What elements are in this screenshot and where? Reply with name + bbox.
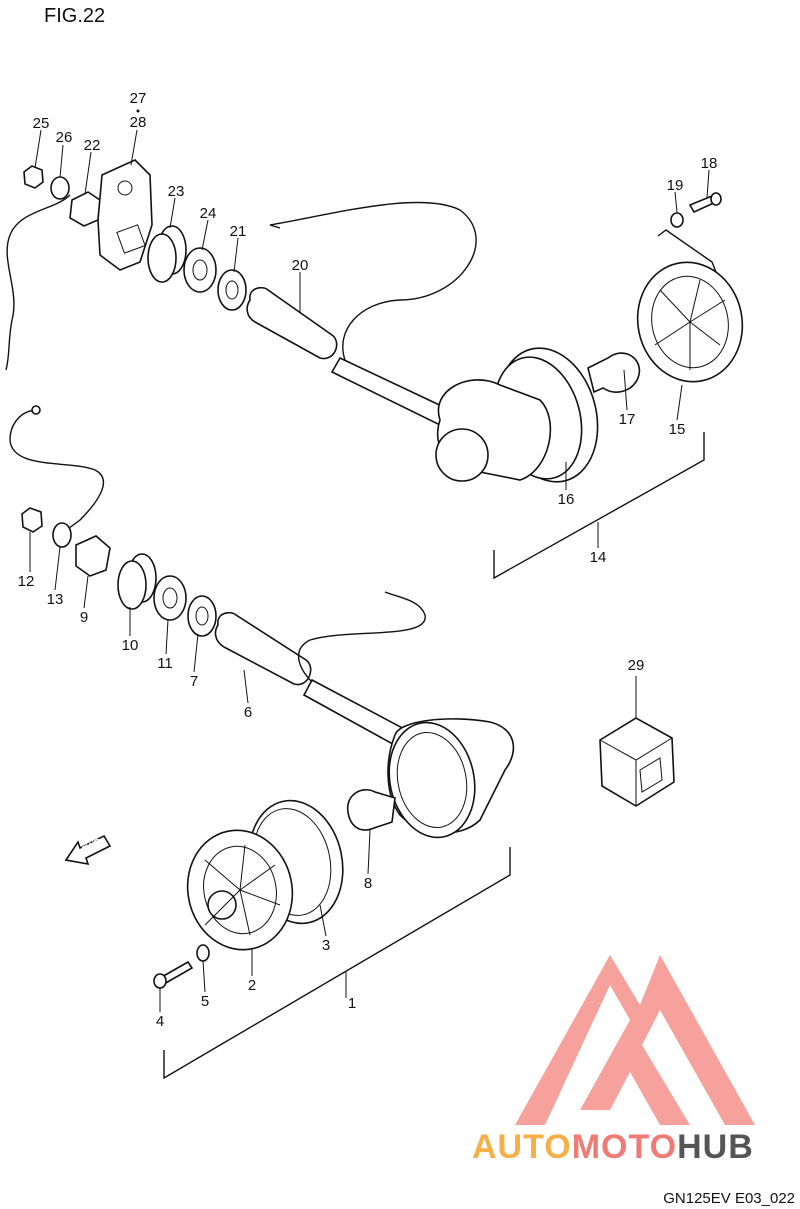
callout-29: 29 (628, 657, 645, 674)
callout-16: 16 (558, 491, 575, 508)
callout-14: 14 (590, 549, 607, 566)
nut-25 (23, 165, 44, 189)
relay-29-body (599, 717, 675, 807)
housing-lower-mouth-inner (396, 732, 468, 828)
callout-19: 19 (667, 177, 684, 194)
bracket-14 (493, 432, 705, 580)
bracket-slot (116, 224, 146, 254)
washer-24 (183, 247, 217, 293)
watermark-auto: AUTO (472, 1128, 572, 1166)
leader-18-19 (657, 229, 717, 273)
callout-9: 9 (80, 609, 88, 626)
lens-15-inner (651, 275, 729, 369)
wire-upper-left (5, 194, 71, 371)
wire-lower-left (9, 409, 105, 533)
callout-25: 25 (33, 115, 50, 132)
washer-5 (196, 944, 210, 962)
upper-assembly (5, 159, 744, 580)
callout-15: 15 (669, 421, 686, 438)
watermark-hub: HUB (677, 1128, 754, 1166)
callout-10: 10 (122, 637, 139, 654)
lockwasher-21 (217, 269, 247, 311)
grommet-9 (75, 535, 111, 577)
figure-title: FIG.22 (44, 5, 105, 27)
stem-cover-20 (246, 286, 338, 360)
bracket-hole-upper (117, 180, 133, 196)
wire-lower-terminal (31, 405, 41, 415)
callout-28: 28 (130, 114, 147, 131)
washer-26 (50, 176, 70, 200)
relay-29 (599, 717, 675, 807)
callout-3: 3 (322, 937, 330, 954)
terminal-13 (52, 522, 72, 548)
callout-20: 20 (292, 257, 309, 274)
callout-26: 26 (56, 129, 73, 146)
callout-1: 1 (348, 995, 356, 1012)
callout-6: 6 (244, 704, 252, 721)
callout-17: 17 (619, 411, 636, 428)
watermark-logo-icon (515, 955, 755, 1125)
screw-18-head (710, 192, 722, 206)
callout-11: 11 (157, 655, 173, 672)
fwd-arrow (64, 834, 112, 866)
callout-22: 22 (84, 137, 101, 154)
callout-2: 2 (248, 977, 256, 994)
bulb-17 (587, 352, 641, 394)
screw-4-head (153, 973, 167, 989)
terminal-22 (69, 191, 101, 227)
nut-12 (21, 507, 43, 533)
figure-code: GN125EV E03_022 (663, 1190, 795, 1207)
watermark-text: AUTOMOTOHUB (472, 1128, 754, 1166)
lens-2-rays (204, 844, 281, 936)
callout-7: 7 (190, 673, 198, 690)
lower-assembly (9, 405, 515, 1080)
bush-23-front (147, 233, 177, 283)
housing-16-nose (435, 428, 489, 482)
callout-27-28-dot (136, 109, 140, 113)
lockwasher-7 (187, 595, 217, 637)
lens-2-center (207, 890, 237, 920)
washer-24-hole (192, 259, 208, 281)
washer-11 (153, 575, 187, 621)
callout-13: 13 (47, 591, 64, 608)
wire-upper-tip (269, 224, 281, 229)
callout-5: 5 (201, 993, 209, 1010)
callout-23: 23 (168, 183, 185, 200)
callout-27: 27 (130, 90, 147, 107)
lockwasher-21-hole (225, 280, 239, 300)
callout-18: 18 (701, 155, 718, 172)
wire-upper-arc (269, 201, 477, 361)
lens-15-rays (654, 279, 726, 370)
leader-lines (29, 129, 710, 1012)
relay-29-connector (639, 757, 663, 793)
lockwasher-7-hole (195, 606, 209, 626)
bracket-1 (163, 847, 511, 1080)
stem-cover-6 (214, 611, 312, 686)
callout-12: 12 (18, 573, 35, 590)
watermark-moto: MOTO (572, 1128, 677, 1166)
stem-shaft-upper (330, 356, 452, 427)
washer-19 (670, 212, 684, 228)
wire-lower-arc (297, 591, 426, 683)
housing-lower-mouth (388, 721, 476, 839)
bulb-8 (346, 788, 396, 831)
watermark: AUTOMOTOHUB (472, 955, 755, 1166)
callout-4: 4 (156, 1013, 164, 1030)
callout-21: 21 (230, 223, 247, 240)
bracket-28 (97, 159, 153, 271)
callout-24: 24 (200, 205, 217, 222)
washer-11-hole (162, 587, 178, 609)
bush-10-front (117, 560, 147, 610)
callout-8: 8 (364, 875, 372, 892)
